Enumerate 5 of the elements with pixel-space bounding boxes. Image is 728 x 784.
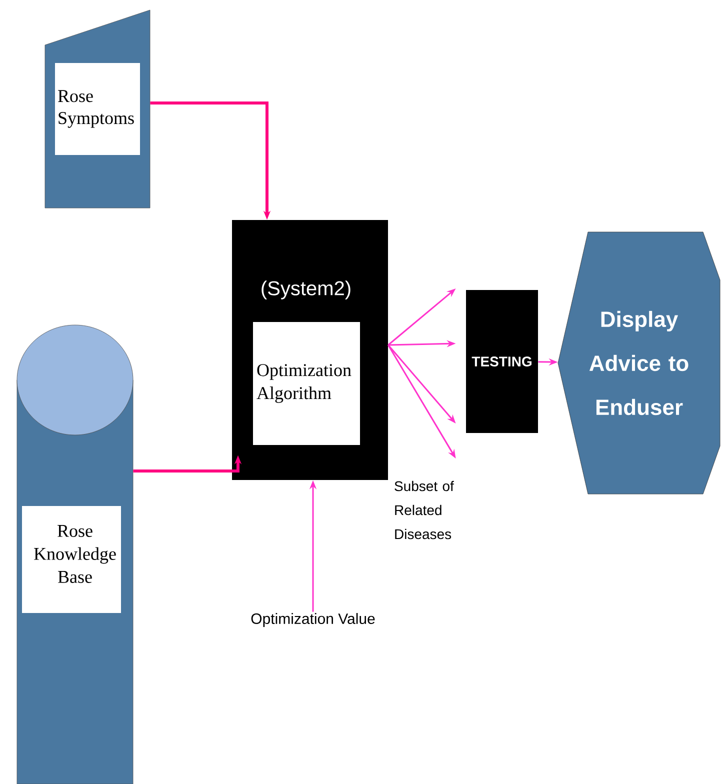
process-box: Optimization Algorithm — [253, 322, 360, 445]
database-cylinder: Rose Knowledge Base — [16, 324, 134, 784]
input-label: Optimization Value — [251, 613, 375, 627]
annotation-text: Subset of Related Diseases — [394, 480, 454, 540]
process-box: TESTING — [466, 290, 538, 433]
